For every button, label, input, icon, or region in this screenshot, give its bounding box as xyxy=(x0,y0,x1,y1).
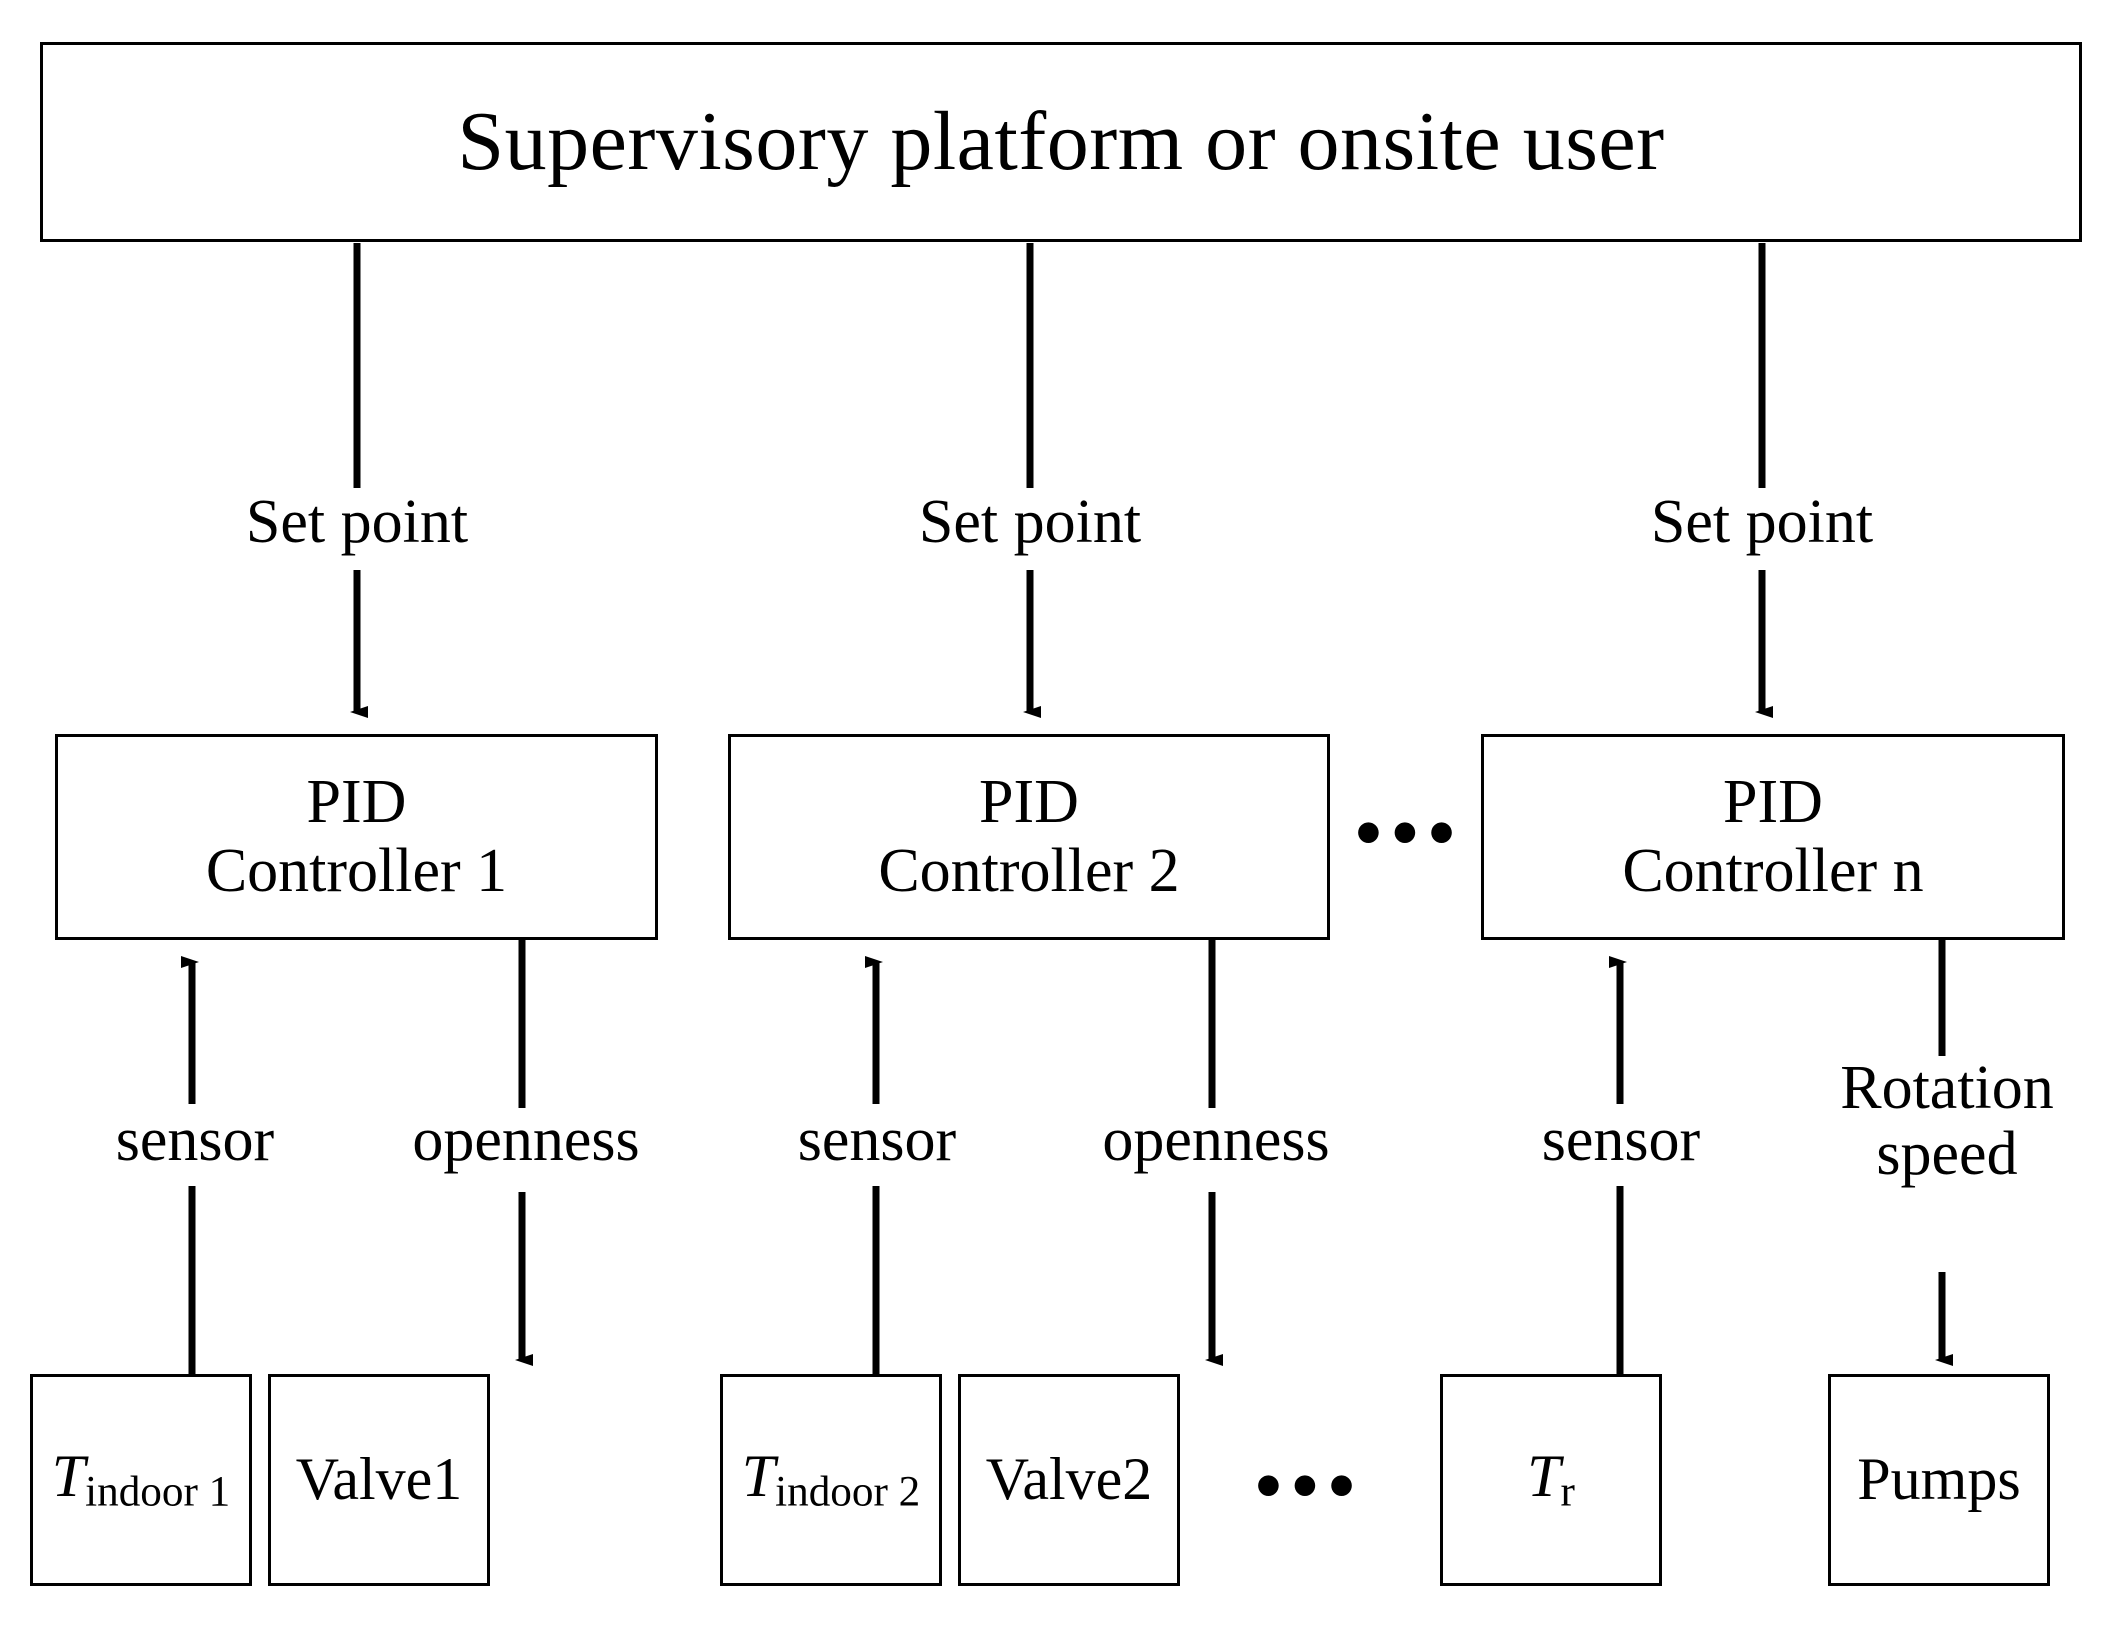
t-indoor-2-box[interactable]: Tindoor 2 xyxy=(720,1374,942,1586)
pid-controller-2-box[interactable]: PID Controller 2 xyxy=(728,734,1330,940)
valve-2-box[interactable]: Valve2 xyxy=(958,1374,1180,1586)
controller-row-ellipsis: ••• xyxy=(1350,795,1470,871)
sensor-label-2-text: sensor xyxy=(797,1106,957,1174)
pid-controller-1-line2: Controller 1 xyxy=(205,837,508,905)
t-indoor-2-label: Tindoor 2 xyxy=(742,1443,921,1517)
valve-1-box[interactable]: Valve1 xyxy=(268,1374,490,1586)
setpoint-label-2: Set point xyxy=(855,488,1205,556)
t-indoor-1-symbol: T xyxy=(51,1443,86,1510)
sensor-label-3-text: sensor xyxy=(1541,1106,1701,1174)
t-indoor-1-subscript: indoor 1 xyxy=(85,1468,231,1516)
sensor-label-1: sensor xyxy=(40,1106,350,1174)
t-return-box[interactable]: Tr xyxy=(1440,1374,1662,1586)
pid-controller-n-box[interactable]: PID Controller n xyxy=(1481,734,2065,940)
t-return-subscript: r xyxy=(1560,1468,1575,1516)
pid-controller-n-line1: PID xyxy=(1723,767,1823,836)
t-indoor-1-label: Tindoor 1 xyxy=(52,1443,231,1517)
pumps-label: Pumps xyxy=(1857,1446,2021,1513)
pumps-box[interactable]: Pumps xyxy=(1828,1374,2050,1586)
controller-row-ellipsis-text: ••• xyxy=(1355,791,1465,875)
rotation-speed-line1: Rotation xyxy=(1840,1054,2054,1122)
device-row-ellipsis-text: ••• xyxy=(1255,1444,1365,1528)
setpoint-label-3: Set point xyxy=(1587,488,1937,556)
t-return-symbol: T xyxy=(1527,1443,1561,1510)
t-indoor-2-subscript: indoor 2 xyxy=(775,1468,921,1516)
openness-label-2: openness xyxy=(1046,1106,1386,1174)
valve-1-label: Valve1 xyxy=(295,1446,463,1513)
pid-controller-1-line1: PID xyxy=(306,767,407,836)
setpoint-label-1: Set point xyxy=(182,488,532,556)
openness-label-1: openness xyxy=(356,1106,696,1174)
openness-label-2-text: openness xyxy=(1102,1106,1330,1174)
rotation-speed-line2: speed xyxy=(1876,1119,2018,1188)
sensor-label-1-text: sensor xyxy=(115,1106,275,1174)
setpoint-label-2-text: Set point xyxy=(918,488,1142,556)
pid-controller-2-line1: PID xyxy=(979,767,1079,836)
pid-controller-n-line2: Controller n xyxy=(1622,837,1924,905)
setpoint-label-3-text: Set point xyxy=(1650,488,1874,556)
sensor-label-2: sensor xyxy=(722,1106,1032,1174)
valve-2-label: Valve2 xyxy=(985,1446,1153,1513)
supervisory-platform-box[interactable]: Supervisory platform or onsite user xyxy=(40,42,2082,242)
t-indoor-2-symbol: T xyxy=(741,1443,776,1510)
sensor-label-3: sensor xyxy=(1466,1106,1776,1174)
setpoint-label-1-text: Set point xyxy=(245,488,469,556)
openness-label-1-text: openness xyxy=(412,1106,640,1174)
supervisory-platform-label: Supervisory platform or onsite user xyxy=(457,94,1665,188)
rotation-speed-label: Rotation speed xyxy=(1782,1054,2112,1188)
pid-controller-1-box[interactable]: PID Controller 1 xyxy=(55,734,658,940)
t-return-label: Tr xyxy=(1527,1443,1575,1517)
pid-controller-2-line2: Controller 2 xyxy=(878,837,1180,905)
device-row-ellipsis: ••• xyxy=(1190,1448,1430,1524)
t-indoor-1-box[interactable]: Tindoor 1 xyxy=(30,1374,252,1586)
